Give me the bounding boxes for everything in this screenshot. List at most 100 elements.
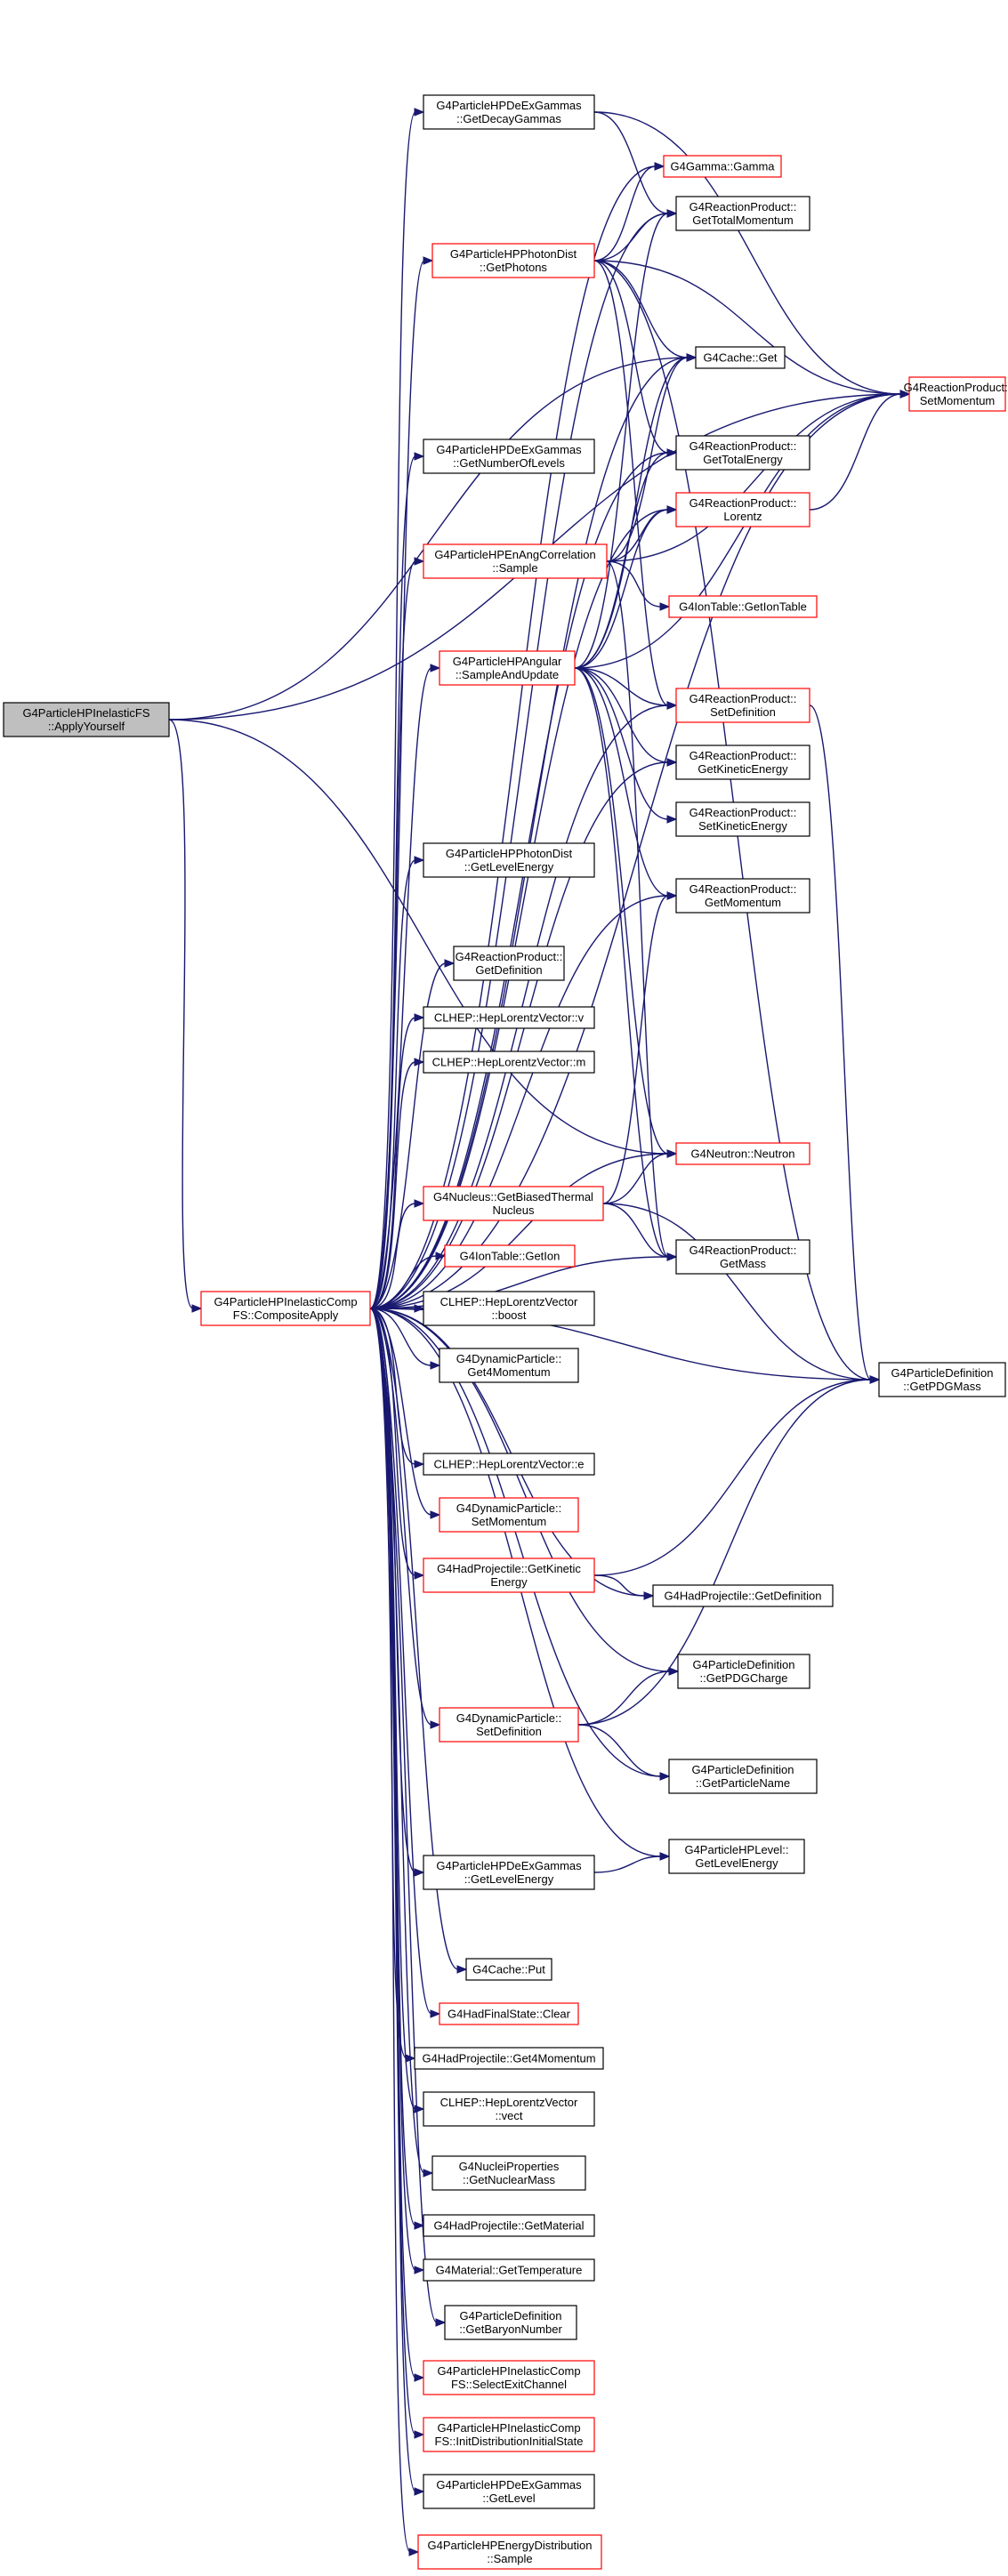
node-label: G4ParticleHPDeExGammas bbox=[436, 99, 582, 112]
node-dp-get4momentum[interactable]: G4DynamicParticle::Get4Momentum bbox=[439, 1348, 579, 1383]
edge-arrowhead bbox=[869, 1375, 881, 1384]
node-label: FS::InitDistributionInitialState bbox=[435, 2435, 584, 2448]
node-pd-get-baryon-number[interactable]: G4ParticleDefinition::GetBaryonNumber bbox=[444, 2305, 577, 2340]
edge-rp-set-definition-to-pd-get-pdgmass bbox=[809, 704, 872, 1381]
node-box bbox=[439, 650, 576, 686]
node-lv-vect[interactable]: CLHEP::HepLorentzVector::vect bbox=[423, 2091, 595, 2127]
node-deex-get-level-energy[interactable]: G4ParticleHPDeExGammas::GetLevelEnergy bbox=[423, 1855, 595, 1890]
node-dp-set-definition[interactable]: G4DynamicParticle::SetDefinition bbox=[439, 1707, 579, 1743]
node-hp-get-kinetic[interactable]: G4HadProjectile::GetKineticEnergy bbox=[423, 1558, 595, 1593]
node-init-distribution[interactable]: G4ParticleHPInelasticCompFS::InitDistrib… bbox=[423, 2417, 595, 2452]
node-photon-get-photons[interactable]: G4ParticleHPPhotonDist::GetPhotons bbox=[431, 243, 595, 278]
node-hfs-clear[interactable]: G4HadFinalState::Clear bbox=[439, 2002, 579, 2025]
node-label: GetMass bbox=[720, 1257, 767, 1270]
node-hp-get4momentum[interactable]: G4HadProjectile::Get4Momentum bbox=[414, 2047, 604, 2070]
node-rp-get-mass[interactable]: G4ReactionProduct::GetMass bbox=[675, 1239, 810, 1275]
edge-arrowhead bbox=[423, 2169, 434, 2178]
edge-arrowhead bbox=[414, 108, 425, 117]
node-label: G4ParticleDefinition bbox=[460, 2309, 562, 2322]
node-hp-get-material[interactable]: G4HadProjectile::GetMaterial bbox=[423, 2214, 595, 2237]
node-lv-m[interactable]: CLHEP::HepLorentzVector::m bbox=[423, 1051, 595, 1074]
node-lv-boost[interactable]: CLHEP::HepLorentzVector::boost bbox=[423, 1291, 595, 1326]
node-cache-put[interactable]: G4Cache::Put bbox=[465, 1958, 552, 1981]
node-rp-set-kinetic-energy[interactable]: G4ReactionProduct::SetKineticEnergy bbox=[675, 801, 810, 837]
edge-composite-to-cache-put bbox=[369, 1308, 459, 1970]
node-label: CLHEP::HepLorentzVector bbox=[440, 1295, 578, 1308]
node-label: G4HadFinalState::Clear bbox=[448, 2008, 571, 2021]
node-deex-get-level[interactable]: G4ParticleHPDeExGammas::GetLevel bbox=[423, 2474, 595, 2509]
node-box bbox=[439, 1707, 579, 1743]
node-gamma[interactable]: G4Gamma::Gamma bbox=[663, 155, 782, 178]
node-box bbox=[423, 1006, 595, 1029]
node-en-ang-sample[interactable]: G4ParticleHPEnAngCorrelation::Sample bbox=[423, 543, 608, 579]
edge-arrowhead bbox=[430, 1720, 441, 1729]
node-ion-table-get[interactable]: G4IonTable::GetIonTable bbox=[668, 595, 818, 618]
edge-rp-lorentz-to-rp-set-momentum bbox=[809, 393, 902, 511]
node-apply[interactable]: G4ParticleHPInelasticFS::ApplyYourself bbox=[3, 702, 170, 737]
node-pd-get-pdgmass[interactable]: G4ParticleDefinition::GetPDGMass bbox=[878, 1362, 1006, 1397]
node-rp-set-momentum[interactable]: G4ReactionProduct::SetMomentum bbox=[904, 376, 1008, 412]
node-dp-set-momentum[interactable]: G4DynamicParticle::SetMomentum bbox=[439, 1497, 579, 1533]
edge-composite-to-cache-get bbox=[369, 357, 689, 1309]
edge-arrowhead bbox=[666, 209, 678, 218]
node-rp-get-momentum[interactable]: G4ReactionProduct::GetMomentum bbox=[675, 878, 810, 914]
node-neutron[interactable]: G4Neutron::Neutron bbox=[675, 1142, 810, 1165]
node-rp-set-definition[interactable]: G4ReactionProduct::SetDefinition bbox=[675, 688, 810, 723]
edge-en-ang-sample-to-ion-table-get bbox=[606, 560, 662, 608]
edge-arrowhead bbox=[444, 959, 456, 968]
edge-dp-set-definition-to-pd-get-particle-name bbox=[577, 1724, 662, 1777]
edge-arrowhead bbox=[430, 1361, 441, 1370]
node-lv-v[interactable]: CLHEP::HepLorentzVector::v bbox=[423, 1006, 595, 1029]
node-photon-get-level-energy[interactable]: G4ParticleHPPhotonDist::GetLevelEnergy bbox=[423, 842, 595, 878]
node-rp-get-kinetic-energy[interactable]: G4ReactionProduct::GetKineticEnergy bbox=[675, 745, 810, 780]
node-box bbox=[423, 2258, 595, 2282]
node-nuclei-get-nuclear-mass[interactable]: G4NucleiProperties::GetNuclearMass bbox=[431, 2155, 586, 2191]
node-box bbox=[675, 745, 810, 780]
node-cache-get[interactable]: G4Cache::Get bbox=[695, 346, 786, 369]
node-label: GetLevelEnergy bbox=[695, 1856, 778, 1870]
node-label: G4NucleiProperties bbox=[459, 2160, 560, 2173]
node-label: G4ParticleHPAngular bbox=[453, 655, 562, 668]
node-mat-get-temperature[interactable]: G4Material::GetTemperature bbox=[423, 2258, 595, 2282]
node-rp-lorentz[interactable]: G4ReactionProduct::Lorentz bbox=[675, 492, 810, 527]
node-box bbox=[465, 1958, 552, 1981]
node-label: G4DynamicParticle:: bbox=[456, 1352, 561, 1365]
node-rp-get-definition[interactable]: G4ReactionProduct::GetDefinition bbox=[453, 946, 565, 981]
node-energy-dist-sample[interactable]: G4ParticleHPEnergyDistribution::Sample bbox=[417, 2534, 602, 2570]
node-box bbox=[423, 2417, 595, 2452]
node-rp-get-total-momentum[interactable]: G4ReactionProduct::GetTotalMomentum bbox=[675, 196, 810, 231]
node-composite[interactable]: G4ParticleHPInelasticCompFS::CompositeAp… bbox=[200, 1291, 371, 1326]
edge-arrowhead bbox=[666, 758, 678, 767]
node-label: G4ParticleHPEnergyDistribution bbox=[428, 2539, 593, 2552]
edge-arrowhead bbox=[191, 1304, 203, 1313]
node-level-get-level-energy[interactable]: G4ParticleHPLevel::GetLevelEnergy bbox=[668, 1839, 805, 1874]
node-lv-e[interactable]: CLHEP::HepLorentzVector::e bbox=[423, 1453, 595, 1476]
node-box bbox=[675, 801, 810, 837]
edge-photon-get-photons-to-rp-set-definition bbox=[593, 260, 669, 706]
edge-arrowhead bbox=[643, 1591, 655, 1600]
edge-composite-to-mat-get-temperature bbox=[369, 1308, 416, 2271]
edge-composite-to-rp-get-total-energy bbox=[369, 452, 669, 1309]
node-get-decay-gammas[interactable]: G4ParticleHPDeExGammas::GetDecayGammas bbox=[423, 94, 595, 130]
node-select-exit-channel[interactable]: G4ParticleHPInelasticCompFS::SelectExitC… bbox=[423, 2360, 595, 2395]
node-label: G4ParticleHPDeExGammas bbox=[436, 1859, 582, 1872]
edge-composite-to-rp-get-total-momentum bbox=[369, 213, 669, 1309]
node-get-number-of-levels[interactable]: G4ParticleHPDeExGammas::GetNumberOfLevel… bbox=[423, 439, 595, 474]
edge-composite-to-hp-get-definition bbox=[369, 1308, 646, 1597]
edge-arrowhead bbox=[414, 452, 425, 461]
node-label: GetMomentum bbox=[705, 896, 781, 909]
node-ion-table-get-ion[interactable]: G4IonTable::GetIon bbox=[444, 1244, 576, 1268]
node-angular-sample[interactable]: G4ParticleHPAngular::SampleAndUpdate bbox=[439, 650, 576, 686]
node-rp-get-total-energy[interactable]: G4ReactionProduct::GetTotalEnergy bbox=[675, 435, 810, 471]
node-pd-get-particle-name[interactable]: G4ParticleDefinition::GetParticleName bbox=[668, 1759, 818, 1794]
node-label: G4DynamicParticle:: bbox=[456, 1711, 561, 1725]
node-label: G4ParticleHPDeExGammas bbox=[436, 2478, 582, 2491]
node-label: G4ParticleHPLevel:: bbox=[684, 1843, 788, 1856]
node-box bbox=[675, 492, 810, 527]
edge-composite-to-rp-lorentz bbox=[369, 509, 669, 1309]
node-hp-get-definition[interactable]: G4HadProjectile::GetDefinition bbox=[652, 1584, 834, 1607]
edge-arrowhead bbox=[414, 1571, 425, 1580]
node-pd-get-pdgcharge[interactable]: G4ParticleDefinition::GetPDGCharge bbox=[677, 1654, 810, 1689]
edge-hp-get-kinetic-to-pd-get-pdgmass bbox=[593, 1379, 872, 1576]
